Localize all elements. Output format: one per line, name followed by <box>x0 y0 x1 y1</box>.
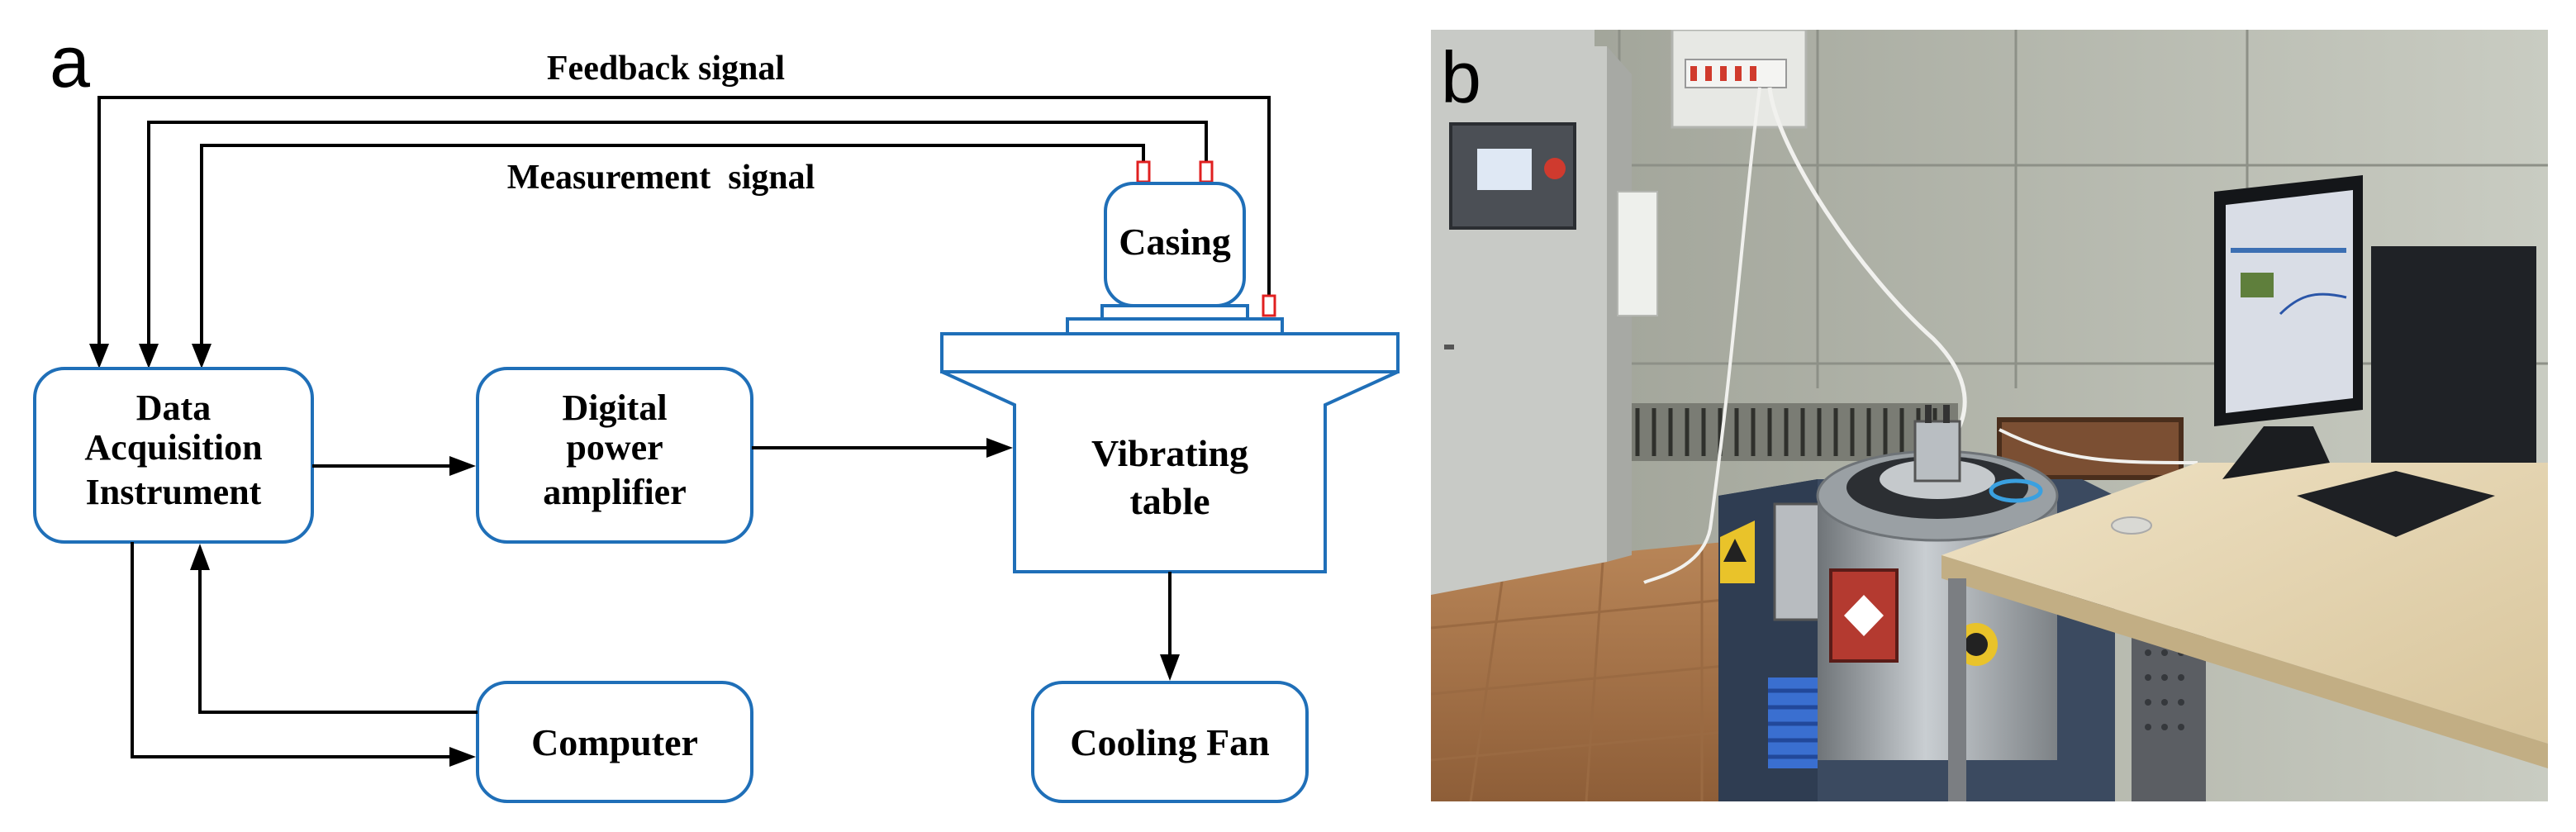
sensor-2 <box>1199 160 1214 183</box>
panel-a-letter: a <box>50 21 90 102</box>
measurement-wire-2 <box>200 144 1145 364</box>
flow-wires <box>131 438 1180 767</box>
sensor-1 <box>1136 160 1151 183</box>
measurement-arrowhead-2 <box>192 344 211 368</box>
panel-b-letter: b <box>1441 36 1481 118</box>
feedback-signal-label: Feedback signal <box>547 50 785 88</box>
casing-base <box>1100 304 1249 321</box>
daq-label-1: Data <box>136 387 211 428</box>
daq-to-computer-arrowhead <box>449 747 476 767</box>
daq-label-2: Acquisition <box>84 427 262 468</box>
feedback-arrowhead <box>89 344 109 368</box>
daq-to-amp-arrowhead <box>449 456 476 476</box>
power-amplifier-box <box>476 367 753 544</box>
computer-to-daq-wire <box>198 565 478 714</box>
cooling-fan-box <box>1031 681 1309 803</box>
computer-label: Computer <box>531 721 698 763</box>
amp-label-3: amplifier <box>543 472 687 512</box>
amp-to-table-arrowhead <box>986 438 1013 458</box>
amp-label-1: Digital <box>562 387 667 428</box>
measurement-signal-label: Measurement signal <box>507 159 815 197</box>
feedback-wire <box>97 96 1271 364</box>
cooling-fan-label: Cooling Fan <box>1070 721 1270 763</box>
measurement-wire-1 <box>147 121 1208 364</box>
table-to-fan-arrowhead <box>1160 654 1180 681</box>
casing-label: Casing <box>1119 221 1230 263</box>
vibrating-table-top <box>940 332 1400 373</box>
vibrating-table-label-2: table <box>1129 480 1210 522</box>
amp-label-2: power <box>566 427 663 468</box>
panel-b-photo: b <box>1431 30 2548 801</box>
mounting-plate <box>1066 317 1284 335</box>
computer-to-daq-arrowhead <box>190 544 210 570</box>
daq-label-3: Instrument <box>86 472 262 512</box>
computer-box <box>476 681 753 803</box>
signal-wires <box>89 96 1271 368</box>
lab-photo <box>1431 30 2548 801</box>
vibrating-table-body <box>941 370 1399 573</box>
sensor-feedback <box>1262 294 1276 317</box>
vibrating-table-label-1: Vibrating <box>1091 432 1248 474</box>
daq-to-computer-wire <box>131 542 454 758</box>
data-acquisition-box <box>33 367 314 544</box>
panel-a-diagram: a Feedback signal Measurement signal Cas… <box>33 21 1400 803</box>
measurement-arrowhead-1 <box>139 344 159 368</box>
